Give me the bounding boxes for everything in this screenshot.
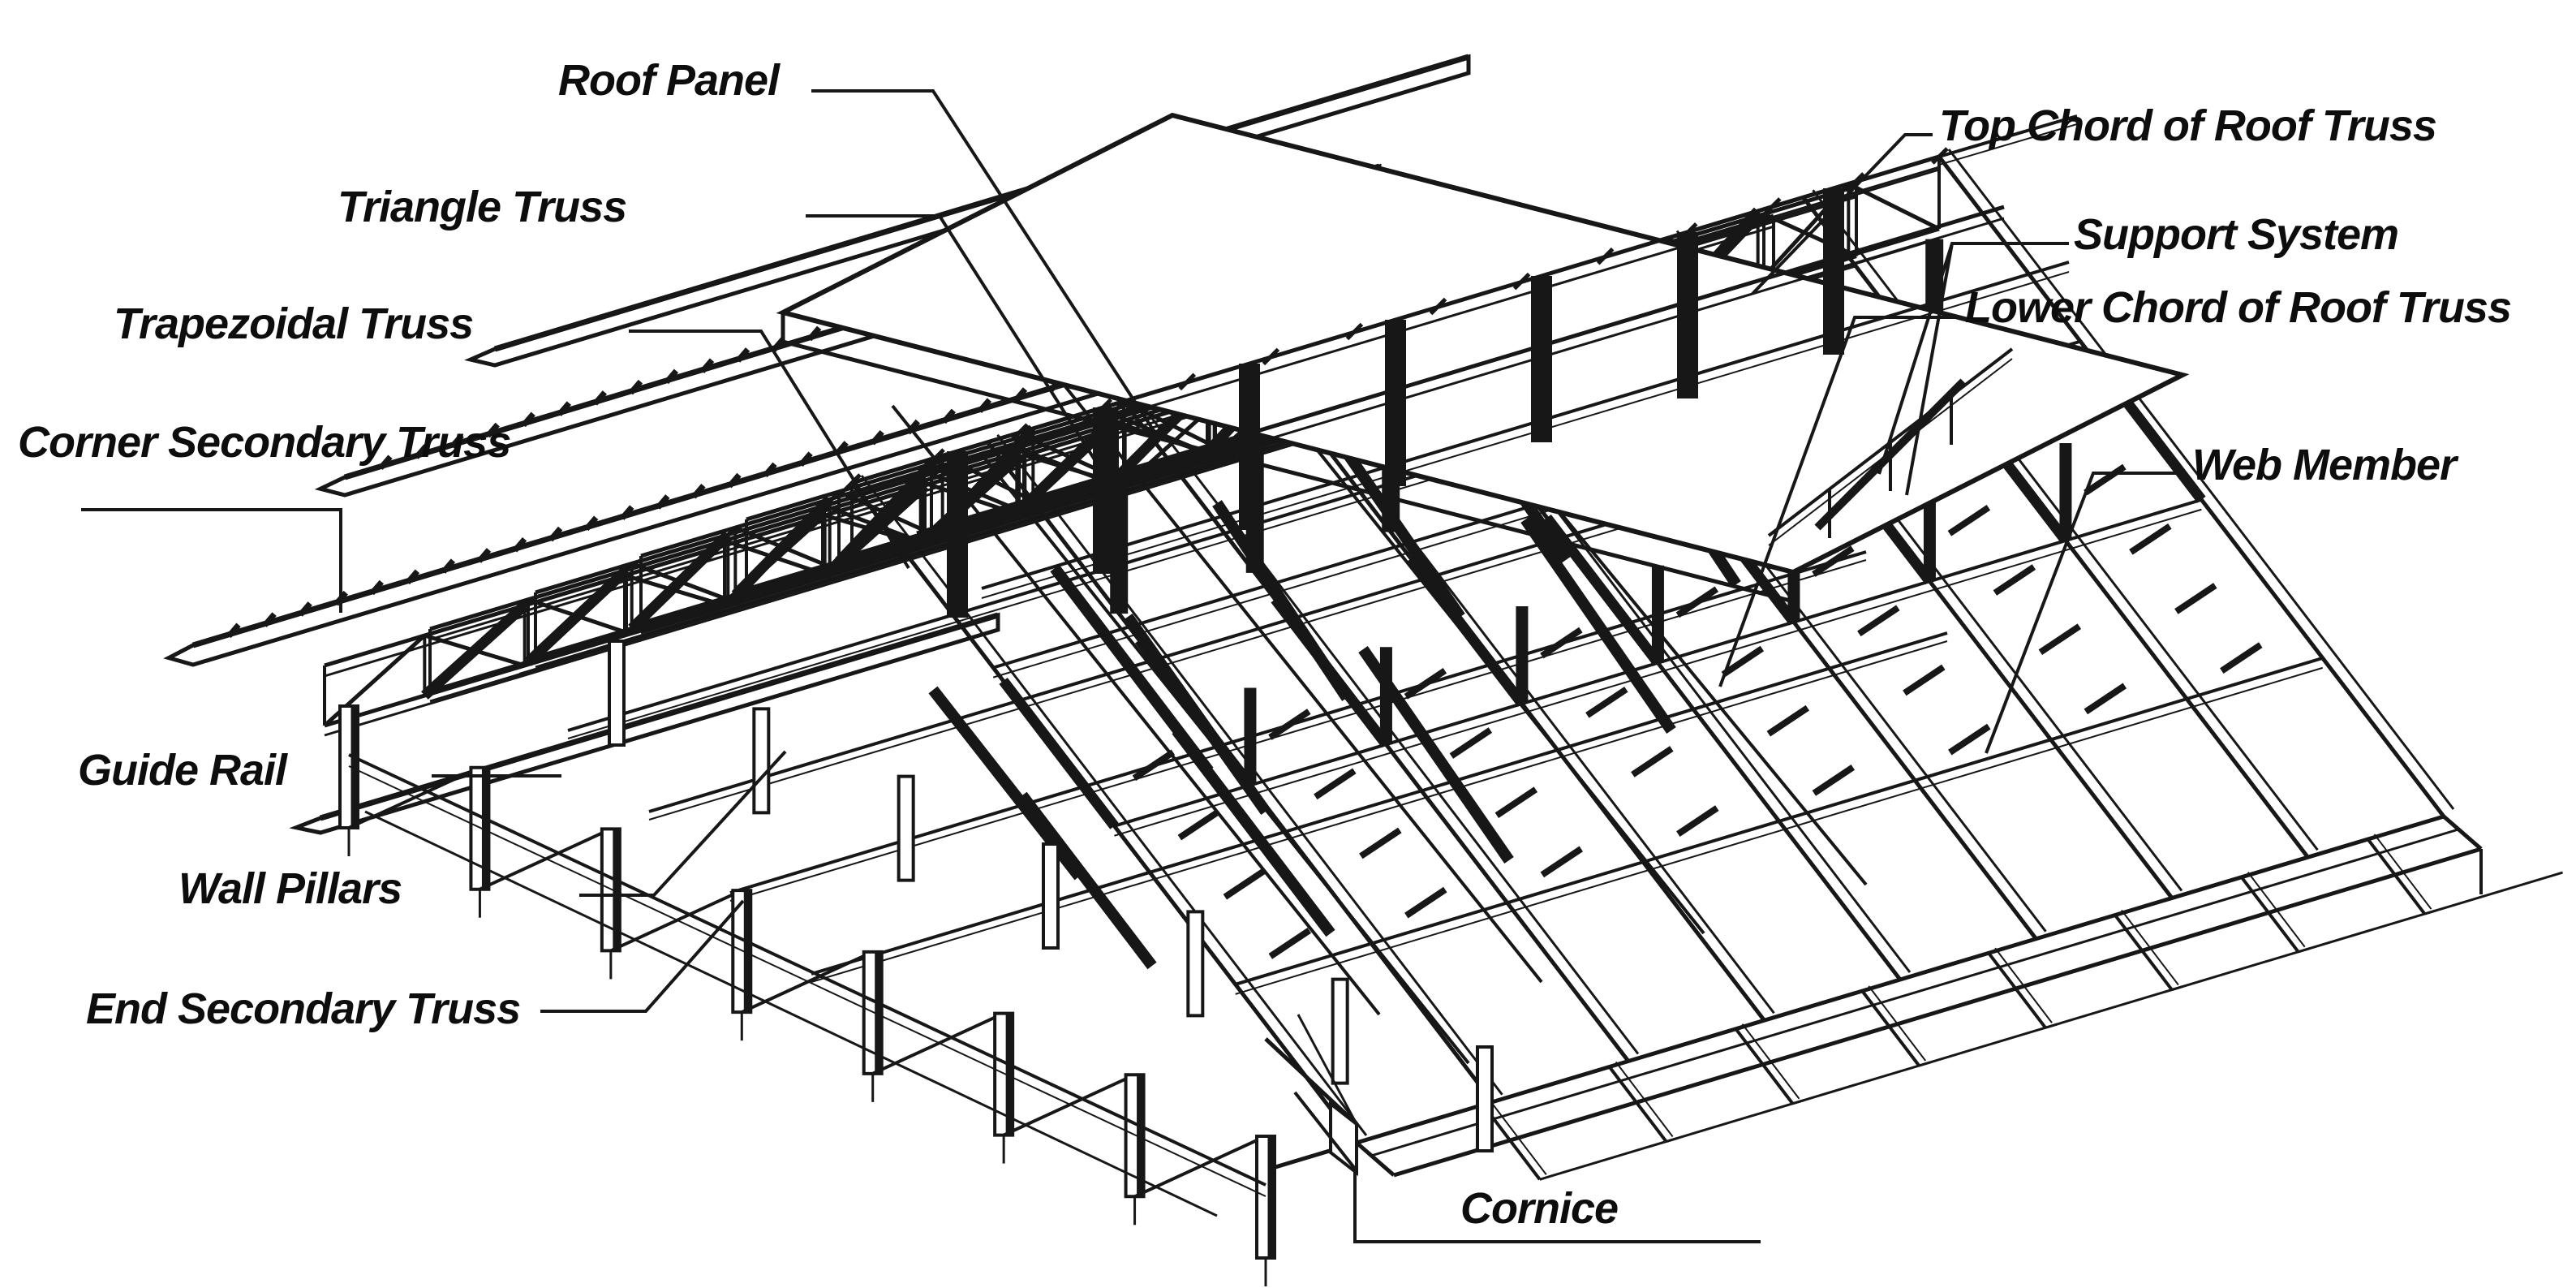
leader-triangle-truss [806, 214, 1123, 503]
leader-corner-secondary-truss [81, 508, 342, 613]
leader-web-member [1985, 472, 2186, 754]
label-guide-rail: Guide Rail [78, 746, 287, 795]
label-top-chord-of-roof-truss: Top Chord of Roof Truss [1939, 101, 2437, 150]
label-support-system: Support System [2074, 210, 2399, 259]
label-trapezoidal-truss: Trapezoidal Truss [114, 299, 474, 348]
label-triangle-truss: Triangle Truss [338, 183, 627, 231]
leader-trapezoidal-truss [629, 330, 910, 570]
label-end-secondary-truss: End Secondary Truss [86, 984, 521, 1033]
leader-cornice [1293, 1091, 1761, 1243]
label-cornice: Cornice [1460, 1184, 1619, 1233]
leader-top-chord-of-roof-truss [1751, 133, 1933, 295]
leader-roof-panel [811, 89, 1160, 440]
leader-lines [81, 89, 2186, 1243]
label-roof-panel: Roof Panel [558, 56, 780, 105]
leader-lower-chord-of-roof-truss [1718, 316, 1962, 687]
label-web-member: Web Member [2192, 441, 2457, 489]
leader-support-system [1877, 242, 2069, 496]
label-corner-secondary-truss: Corner Secondary Truss [18, 418, 511, 467]
label-lower-chord-of-roof-truss: Lower Chord of Roof Truss [1965, 283, 2512, 332]
label-wall-pillars: Wall Pillars [178, 864, 402, 913]
leader-wall-pillars [579, 750, 787, 897]
leader-end-secondary-truss [540, 899, 745, 1013]
structure-linework [163, 54, 2563, 1286]
